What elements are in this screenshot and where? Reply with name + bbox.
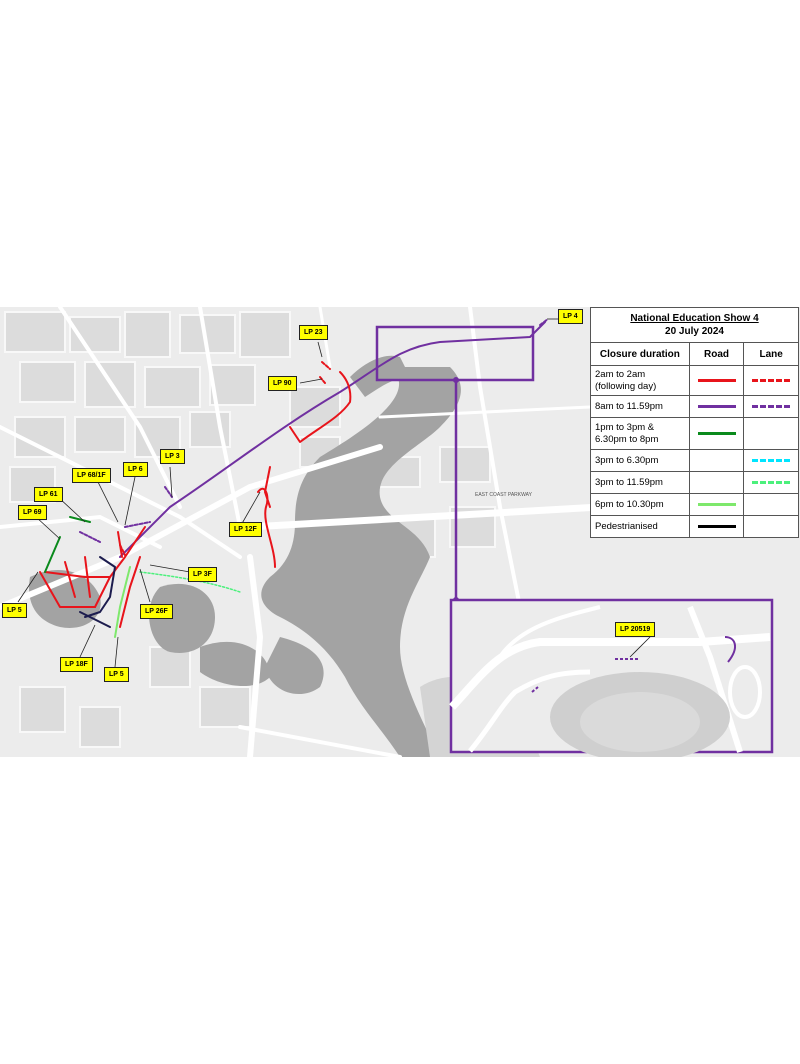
legend-lane-swatch [752, 458, 791, 462]
legend-table: National Education Show 4 20 July 2024 C… [590, 307, 799, 538]
legend-lane-swatch-cell [743, 449, 799, 472]
legend-row: 6pm to 10.30pm [590, 493, 799, 516]
legend-row: 8am to 11.59pm [590, 395, 799, 418]
legend-lane-swatch-cell [743, 493, 799, 516]
legend-road-swatch [697, 502, 736, 506]
callout-lp4: LP 4 [558, 309, 583, 324]
legend-road-swatch-cell [688, 365, 745, 396]
legend-duration: 3pm to 11.59pm [590, 471, 690, 494]
legend-road-swatch [697, 431, 736, 435]
callout-lp5-south: LP 5 [104, 667, 129, 682]
legend-row: 2am to 2am (following day) [590, 365, 799, 396]
legend-header-lane: Lane [743, 342, 799, 366]
callout-lp23: LP 23 [299, 325, 328, 340]
legend-duration: 2am to 2am (following day) [590, 365, 690, 396]
legend-lane-swatch-cell [743, 395, 799, 418]
callout-lp3: LP 3 [160, 449, 185, 464]
legend-header-road: Road [688, 342, 745, 366]
legend-duration: Pedestrianised [590, 515, 690, 538]
legend-title: National Education Show 4 20 July 2024 [590, 307, 799, 343]
legend-duration: 3pm to 6.30pm [590, 449, 690, 472]
legend-road-swatch-cell [688, 515, 745, 538]
legend-title-date: 20 July 2024 [665, 326, 724, 337]
legend-row: 1pm to 3pm & 6.30pm to 8pm [590, 417, 799, 450]
legend-duration: 8am to 11.59pm [590, 395, 690, 418]
callout-lp6: LP 6 [123, 462, 148, 477]
legend-header-duration: Closure duration [590, 342, 690, 366]
legend-road-swatch [697, 378, 736, 382]
callout-lp69: LP 69 [18, 505, 47, 520]
legend-lane-swatch-cell [743, 515, 799, 538]
callout-lp20519: LP 20519 [615, 622, 656, 637]
callout-lp18f: LP 18F [60, 657, 93, 672]
legend-row: 3pm to 11.59pm [590, 471, 799, 494]
legend-lane-swatch [752, 378, 791, 382]
legend-rows: 2am to 2am (following day)8am to 11.59pm… [590, 365, 799, 538]
legend-road-swatch-cell [688, 395, 745, 418]
legend-lane-swatch-cell [743, 365, 799, 396]
map-area: EAST COAST PARKWAY LP 23 LP 90 LP 4 LP 3… [0, 307, 800, 757]
callout-lp26f: LP 26F [140, 604, 173, 619]
callout-lp5-west: LP 5 [2, 603, 27, 618]
callout-lp61: LP 61 [34, 487, 63, 502]
callout-lp12f: LP 12F [229, 522, 262, 537]
legend-lane-swatch [752, 480, 791, 484]
legend-road-swatch-cell [688, 449, 745, 472]
callout-lp90: LP 90 [268, 376, 297, 391]
legend-road-swatch [697, 524, 736, 528]
legend-row: 3pm to 6.30pm [590, 449, 799, 472]
legend-duration: 6pm to 10.30pm [590, 493, 690, 516]
legend-lane-swatch-cell [743, 471, 799, 494]
legend-duration: 1pm to 3pm & 6.30pm to 8pm [590, 417, 690, 450]
legend-row: Pedestrianised [590, 515, 799, 538]
callout-lp3f: LP 3F [188, 567, 217, 582]
legend-title-event: National Education Show 4 [630, 313, 759, 324]
legend-road-swatch [697, 404, 736, 408]
legend-road-swatch-cell [688, 493, 745, 516]
callout-lp68: LP 68/1F [72, 468, 111, 483]
legend-road-swatch-cell [688, 471, 745, 494]
road-label-east-coast-parkway: EAST COAST PARKWAY [475, 492, 533, 498]
legend-lane-swatch-cell [743, 417, 799, 450]
legend-road-swatch-cell [688, 417, 745, 450]
legend-lane-swatch [752, 404, 791, 408]
